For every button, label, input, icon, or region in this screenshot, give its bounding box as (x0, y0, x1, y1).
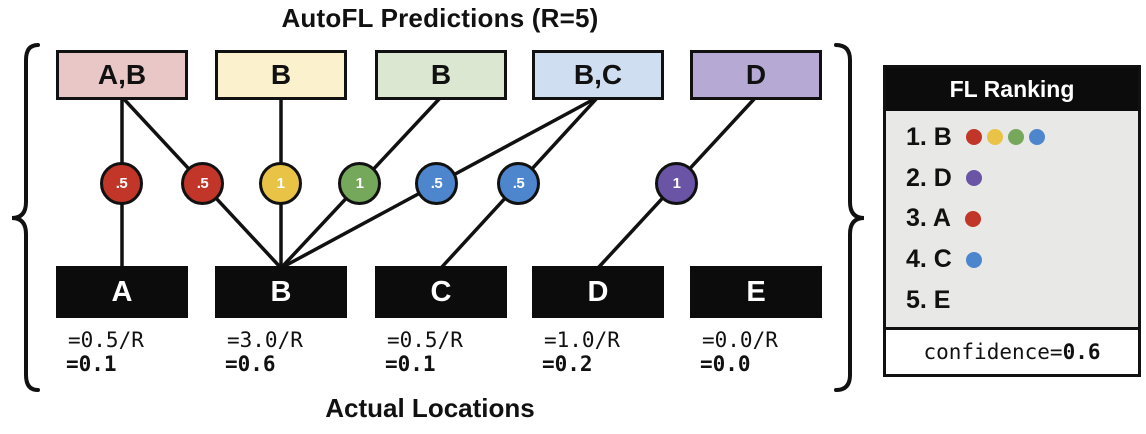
vote-dot (986, 129, 1003, 146)
prediction-box-b2: B (375, 50, 507, 100)
location-box-c: C (375, 266, 507, 318)
fl-ranking-title: FL Ranking (886, 68, 1138, 111)
vote-dot (964, 210, 981, 227)
score-formula-c: =0.5/R (387, 328, 463, 352)
right-brace (834, 43, 865, 392)
score-formula-a: =0.5/R (68, 328, 144, 352)
rank-row-2-dots (965, 170, 982, 187)
rank-row-3: 3. A (906, 204, 1138, 233)
score-value-a: =0.1 (66, 352, 117, 376)
weight-circle-2: .5 (181, 162, 224, 205)
rank-row-4-label: 4. C (906, 245, 952, 274)
prediction-box-b1: B (215, 50, 347, 100)
confidence-bar: confidence=0.6 (886, 327, 1138, 374)
location-box-e: E (690, 266, 822, 318)
location-box-a: A (56, 266, 188, 318)
score-formula-b: =3.0/R (227, 328, 303, 352)
vote-dot (965, 129, 982, 146)
weight-circle-7: 1 (655, 162, 698, 205)
location-box-d: D (532, 266, 664, 318)
confidence-value: 0.6 (1062, 340, 1101, 364)
vote-dot (965, 251, 982, 268)
vote-dot (965, 170, 982, 187)
confidence-label: confidence= (923, 340, 1063, 364)
rank-row-1-label: 1. B (906, 122, 952, 151)
score-value-e: =0.0 (700, 352, 751, 376)
actual-locations-label: Actual Locations (325, 393, 535, 423)
weight-circle-1: .5 (100, 162, 143, 205)
prediction-box-bc: B,C (532, 50, 664, 100)
rank-row-2: 2. D (906, 164, 1138, 193)
prediction-box-d: D (690, 50, 822, 100)
location-box-b: B (215, 266, 347, 318)
weight-circle-6: .5 (497, 162, 540, 205)
weight-circle-4: 1 (338, 162, 381, 205)
prediction-box-ab: A,B (56, 50, 188, 100)
score-value-b: =0.6 (225, 352, 276, 376)
vote-dot (1007, 129, 1024, 146)
score-value-d: =0.2 (542, 352, 593, 376)
vote-dot (1028, 129, 1045, 146)
score-value-c: =0.1 (385, 352, 436, 376)
weight-circle-3: 1 (259, 162, 302, 205)
fl-ranking-list: 1. B 2. D 3. A (886, 111, 1138, 327)
left-brace (11, 43, 40, 392)
rank-row-3-dots (964, 210, 981, 227)
rank-row-4-dots (965, 251, 982, 268)
weight-circle-5: .5 (415, 162, 458, 205)
rank-row-1-dots (965, 129, 1045, 146)
score-formula-d: =1.0/R (544, 328, 620, 352)
rank-row-1: 1. B (906, 123, 1138, 152)
rank-row-4: 4. C (906, 245, 1138, 274)
rank-row-5: 5. E (906, 286, 1138, 315)
score-formula-e: =0.0/R (702, 328, 778, 352)
rank-row-2-label: 2. D (906, 163, 952, 192)
rank-row-3-label: 3. A (906, 204, 951, 233)
fl-ranking-panel: FL Ranking 1. B 2. D 3. A (883, 65, 1141, 377)
rank-row-5-label: 5. E (906, 286, 951, 315)
figure-title: AutoFL Predictions (R=5) (281, 3, 599, 33)
